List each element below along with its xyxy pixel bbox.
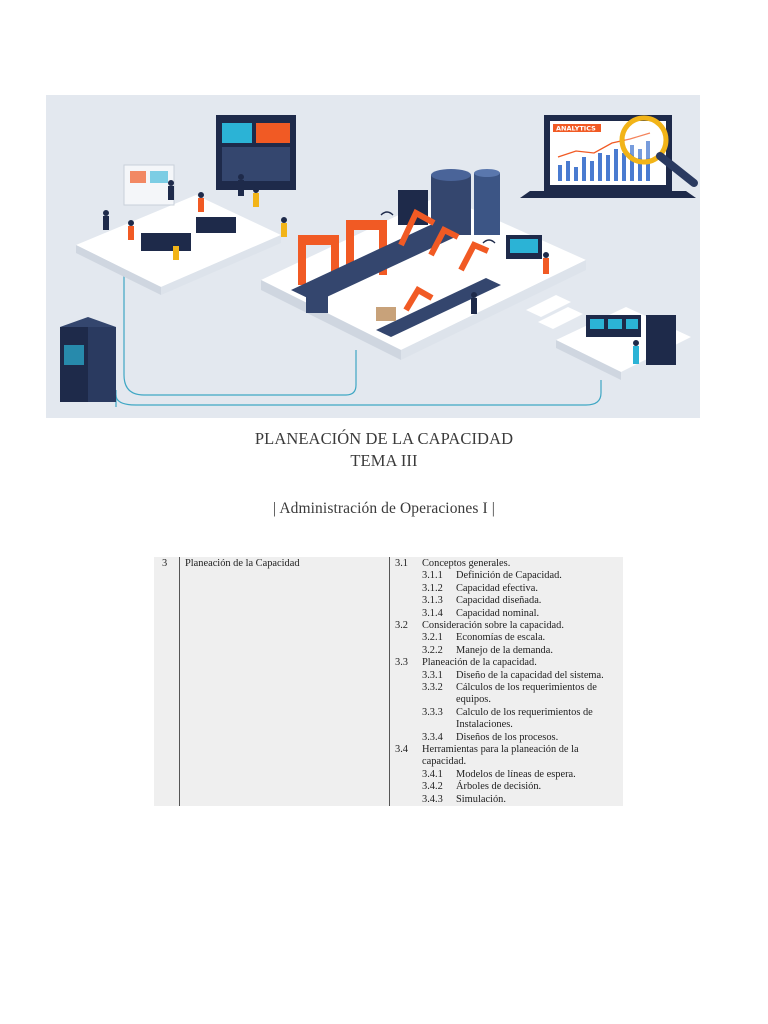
topic-number: 3.3.4 [422,731,443,743]
topic-text: Simulación. [456,793,506,805]
topic-text: Consideración sobre la capacidad. [422,620,564,631]
stairs [526,295,583,329]
topic-text: Modelos de líneas de espera. [456,768,576,780]
topic-subtitle: TEMA III [350,451,418,470]
topic-text: Manejo de la demanda. [456,644,553,656]
topic-text: Conceptos generales. [422,558,511,569]
topic-number: 3.1.3 [422,595,443,607]
topic-number: 3.1.2 [422,582,443,594]
document-title: PLANEACIÓN DE LA CAPACIDAD [254,429,514,448]
topic-text: Calculo de los requerimientos de [456,706,593,718]
topic-text: Definición de Capacidad. [456,570,562,582]
topic-number: 3.3.3 [422,706,443,718]
column-divider [389,557,390,806]
topic-text: Planeación de la capacidad. [422,657,537,669]
smart-factory-drawing: ANALYTICS [60,115,698,407]
topic-number: 3.3.1 [422,669,443,681]
topic-number: 3.3.2 [422,682,443,693]
topic-number: 3.2.1 [422,632,443,644]
course-name: | Administración de Operaciones I | [273,500,495,517]
topic-text: Capacidad diseñada. [456,595,542,607]
topic-text: capacidad. [422,756,467,768]
topic-text: Capacidad nominal. [456,607,540,619]
topic-number: 3.3 [395,657,408,669]
topic-text: Instalaciones. [456,719,513,731]
topic-number: 3.4.2 [422,781,443,793]
topic-text: Diseños de los procesos. [456,731,559,743]
syllabus-table: 3 Planeación de la Capacidad 3.1 Concepto… [154,557,623,806]
analytics-laptop: ANALYTICS [520,115,698,198]
column-divider [179,557,180,806]
topic-number: 3.1 [395,558,408,569]
topic-number: 3.4.1 [422,768,443,780]
analytics-label: ANALYTICS [556,125,596,133]
topic-text: Economías de escala. [456,632,546,644]
control-room-platform [556,307,691,380]
office-platform [76,115,296,295]
topic-text: Capacidad efectiva. [456,582,538,594]
factory-platform [261,169,586,360]
topic-number: 3.2 [395,620,408,631]
cloud-server-rack [60,317,116,402]
topic-number: 3.4.3 [422,793,443,805]
topic-text: Árboles de decisión. [456,781,542,793]
topic-text: Cálculos de los requerimientos de [456,682,597,693]
topic-number: 3.2.2 [422,644,443,656]
topic-text: Herramientas para la planeación de la [422,744,579,755]
topic-text: Diseño de la capacidad del sistema. [456,669,604,681]
topic-number: 3.1.1 [422,570,443,582]
topic-number: 3.1.4 [422,607,443,619]
unit-number: 3 [162,558,168,569]
unit-title: Planeación de la Capacidad [185,558,300,569]
topic-text: equipos. [456,694,491,706]
topic-number: 3.4 [395,744,408,755]
industry-illustration: ANALYTICS [46,95,700,418]
